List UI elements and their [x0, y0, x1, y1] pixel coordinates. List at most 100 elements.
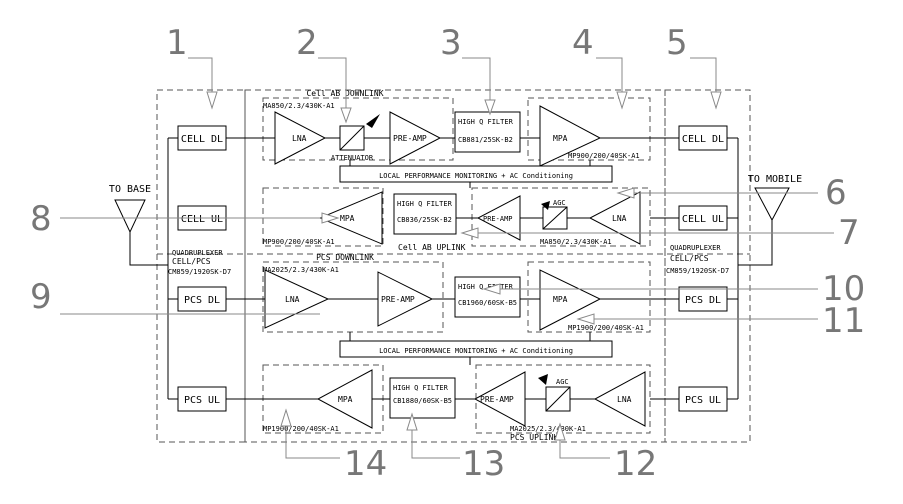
callout-5: 5 — [666, 23, 688, 63]
pcs-uplink-filter-part: CB1880/60SK-B5 — [393, 397, 452, 405]
pcs-uplink-preamp-label: PRE-AMP — [480, 395, 514, 404]
pcs-downlink-filter-box — [454, 276, 521, 318]
callout-6: 6 — [825, 173, 847, 213]
cell-monitoring-label: LOCAL PERFORMANCE MONITORING + AC Condit… — [379, 172, 573, 180]
pcs-uplink-mpa-part: MP1900/200/40SK-A1 — [263, 425, 339, 433]
callout-8: 8 — [30, 199, 52, 239]
callout-6-arrow-icon — [616, 187, 635, 199]
pcs-downlink-preamp-label: PRE-AMP — [381, 295, 415, 304]
cell-downlink-mpa-part: MP900/200/40SK-A1 — [568, 152, 640, 160]
callout-4-arrow-icon — [616, 91, 628, 110]
callout-1-leader — [188, 57, 213, 92]
cell-uplink-mpa-frame — [262, 187, 384, 247]
pcs-monitoring-box — [339, 340, 613, 358]
pcs-agc-label: AGC — [556, 378, 569, 386]
callout-1: 1 — [166, 23, 188, 63]
callout-7: 7 — [838, 213, 860, 253]
pcs-downlink-lna-label: LNA — [285, 295, 300, 304]
cell-downlink-lna-label: LNA — [292, 134, 307, 143]
pcs-agc-slash — [545, 386, 571, 412]
callout-2-leader — [318, 57, 347, 108]
left-quadruplexer-part: CM859/1920SK-D7 — [168, 268, 231, 276]
cell-agc-label: AGC — [553, 199, 566, 207]
cell-attenuator-slash — [339, 125, 365, 151]
callout-5-arrow-icon — [710, 91, 722, 110]
callout-11-arrow-icon — [576, 313, 595, 325]
mobile-antenna-icon — [754, 187, 790, 222]
cell-downlink-mpa-icon — [539, 105, 602, 167]
pcs-uplink-title: PCS UPLINK — [510, 433, 558, 442]
cell-uplink-preamp-label: PRE-AMP — [483, 215, 513, 223]
left-cell-dl-label: CELL DL — [181, 134, 223, 145]
callout-14: 14 — [344, 444, 387, 484]
pcs-uplink-filter-box — [389, 377, 456, 419]
right-pcs-ul-label: PCS UL — [685, 395, 721, 406]
pcs-downlink-module-part: MA2025/2.3/430K-A1 — [263, 266, 339, 274]
cell-downlink-filter-part: CB881/25SK-B2 — [458, 136, 513, 144]
cell-uplink-lna-label: LNA — [612, 214, 627, 223]
callout-12: 12 — [614, 444, 657, 484]
pcs-uplink-filter-title: HIGH Q FILTER — [393, 384, 449, 392]
left-quadruplexer-frame — [156, 89, 246, 443]
callout-12-arrow-icon — [554, 422, 566, 441]
cell-agc-arrow-icon — [541, 201, 550, 210]
callout-4: 4 — [572, 23, 594, 63]
cell-downlink-filter-title: HIGH Q FILTER — [458, 118, 514, 126]
callout-14-leader — [285, 426, 340, 459]
base-antenna-icon — [114, 199, 146, 234]
cell-uplink-preamp-icon — [476, 195, 521, 241]
callout-12-leader — [559, 440, 610, 459]
left-pcs-ul-label: PCS UL — [184, 395, 220, 406]
cell-downlink-lna-icon — [274, 111, 327, 165]
pcs-uplink-mpa-label: MPA — [338, 395, 353, 404]
callout-7-arrow-icon — [460, 227, 479, 239]
callout-14-arrow-icon — [280, 408, 292, 427]
callout-10-arrow-icon — [482, 283, 501, 295]
cell-uplink-title: Cell AB UPLINK — [398, 243, 466, 252]
callout-3-arrow-icon — [484, 99, 496, 116]
left-quadruplexer-title: QUADRUPLEXER — [172, 249, 223, 257]
callout-8-arrow-icon — [321, 212, 340, 224]
callout-1-arrow-icon — [206, 91, 218, 110]
pcs-downlink-filter-part: CB1960/60SK-B5 — [458, 299, 517, 307]
cell-uplink-filter-box — [393, 193, 457, 235]
right-pcs-ul-box — [678, 386, 728, 412]
cell-attenuator-label: ATTENUATOR — [331, 154, 374, 162]
cell-downlink-preamp-icon — [389, 111, 442, 165]
to-base-label: TO BASE — [109, 184, 151, 195]
pcs-downlink-mpa-label: MPA — [553, 295, 568, 304]
pcs-downlink-preamp-icon — [377, 271, 434, 327]
cell-downlink-module-frame — [262, 97, 454, 161]
cell-uplink-mpa-part: MP900/200/40SK-A1 — [263, 238, 335, 246]
cell-uplink-mpa-icon — [318, 191, 383, 245]
cell-downlink-title: Cell AB DOWNLINK — [306, 89, 383, 98]
left-quadruplexer-bands: CELL/PCS — [172, 257, 211, 266]
pcs-uplink-module-part: MA2025/2.3/430K-A1 — [510, 425, 586, 433]
cell-attenuator-arrow-icon — [366, 114, 380, 128]
pcs-downlink-mpa-part: MP1900/200/40SK-A1 — [568, 324, 644, 332]
right-bus — [727, 137, 739, 400]
cell-downlink-mpa-frame — [527, 97, 651, 161]
left-cell-ul-label: CELL UL — [181, 214, 223, 225]
cell-uplink-module-part: MA850/2.3/430K-A1 — [540, 238, 612, 246]
pcs-uplink-preamp-icon — [473, 371, 526, 427]
cell-downlink-preamp-label: PRE-AMP — [393, 134, 427, 143]
callout-10: 10 — [822, 269, 865, 309]
pcs-uplink-lna-label: LNA — [617, 395, 632, 404]
callout-4-leader — [596, 57, 623, 92]
center-amplifier-frame — [244, 89, 666, 443]
cell-uplink-module-frame — [471, 187, 651, 247]
right-quadruplexer-part: CM859/1920SK-D7 — [666, 267, 729, 275]
callout-3: 3 — [440, 23, 462, 63]
pcs-downlink-filter-title: HIGH Q FILTER — [458, 283, 514, 291]
callout-13-leader — [411, 430, 460, 459]
callout-9: 9 — [30, 277, 52, 317]
callout-5-leader — [690, 57, 717, 92]
pcs-monitoring-label: LOCAL PERFORMANCE MONITORING + AC Condit… — [379, 347, 573, 355]
pcs-downlink-mpa-icon — [539, 269, 602, 331]
right-cell-dl-label: CELL DL — [682, 134, 724, 145]
base-antenna-feed — [129, 232, 168, 266]
pcs-downlink-title: PCS DOWNLINK — [316, 253, 374, 262]
cell-downlink-mpa-label: MPA — [553, 134, 568, 143]
